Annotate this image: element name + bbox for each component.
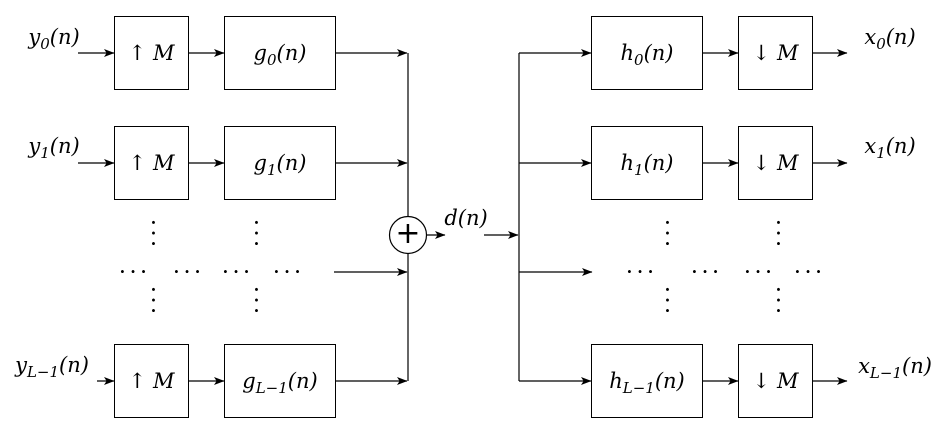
downsampler-box-2: ↓M bbox=[738, 344, 813, 418]
synthesis-filter-label: g0(n) bbox=[253, 41, 307, 70]
analysis-filter-label: h1(n) bbox=[620, 151, 674, 180]
summing-node-circle bbox=[388, 215, 428, 255]
synthesis-filter-box-0: g0(n) bbox=[224, 16, 336, 90]
downsampler-label: ↓M bbox=[752, 369, 799, 393]
hdots-left-2: ··· bbox=[173, 262, 206, 281]
analysis-filter-box-1: h1(n) bbox=[591, 126, 703, 200]
input-label-1: y1(n) bbox=[28, 134, 80, 163]
upsampler-label: ↑M bbox=[128, 369, 175, 393]
summing-node-plus: + bbox=[395, 215, 421, 251]
hdots-right-1: ··· bbox=[626, 262, 659, 281]
hdots-right-2: ··· bbox=[691, 262, 724, 281]
synthesis-filter-box-2: gL−1(n) bbox=[224, 344, 336, 418]
hdots-left-1: ··· bbox=[119, 262, 152, 281]
output-label-1: x1(n) bbox=[864, 134, 916, 163]
upsampler-box-2: ↑M bbox=[114, 344, 189, 418]
sum-signal-label: d(n) bbox=[444, 206, 488, 230]
downsampler-label: ↓M bbox=[752, 151, 799, 175]
vdots-right-top-2: ··· bbox=[769, 219, 788, 252]
input-label-2: yL−1(n) bbox=[15, 353, 89, 382]
vdots-left-bottom-2: ··· bbox=[247, 286, 266, 319]
analysis-filter-box-2: hL−1(n) bbox=[591, 344, 703, 418]
hdots-left-4: ··· bbox=[273, 262, 306, 281]
upsampler-label: ↑M bbox=[128, 151, 175, 175]
synthesis-filter-label: g1(n) bbox=[253, 151, 307, 180]
hdots-right-4: ··· bbox=[794, 262, 827, 281]
analysis-filter-box-0: h0(n) bbox=[591, 16, 703, 90]
analysis-filter-label: h0(n) bbox=[620, 41, 674, 70]
upsampler-label: ↑M bbox=[128, 41, 175, 65]
vdots-right-bottom-2: ··· bbox=[769, 286, 788, 319]
vdots-right-top-1: ··· bbox=[658, 219, 677, 252]
hdots-right-3: ··· bbox=[744, 262, 777, 281]
vdots-left-top-2: ··· bbox=[247, 219, 266, 252]
hdots-left-3: ··· bbox=[222, 262, 255, 281]
vdots-left-bottom-1: ··· bbox=[144, 286, 163, 319]
output-label-2: xL−1(n) bbox=[858, 354, 932, 383]
vdots-right-bottom-1: ··· bbox=[658, 286, 677, 319]
upsampler-box-1: ↑M bbox=[114, 126, 189, 200]
downsampler-label: ↓M bbox=[752, 41, 799, 65]
output-label-0: x0(n) bbox=[864, 25, 916, 54]
input-label-0: y0(n) bbox=[28, 25, 80, 54]
downsampler-box-1: ↓M bbox=[738, 126, 813, 200]
analysis-filter-label: hL−1(n) bbox=[609, 369, 685, 398]
synthesis-filter-label: gL−1(n) bbox=[242, 369, 318, 398]
upsampler-box-0: ↑M bbox=[114, 16, 189, 90]
synthesis-filter-box-1: g1(n) bbox=[224, 126, 336, 200]
downsampler-box-0: ↓M bbox=[738, 16, 813, 90]
vdots-left-top-1: ··· bbox=[144, 219, 163, 252]
